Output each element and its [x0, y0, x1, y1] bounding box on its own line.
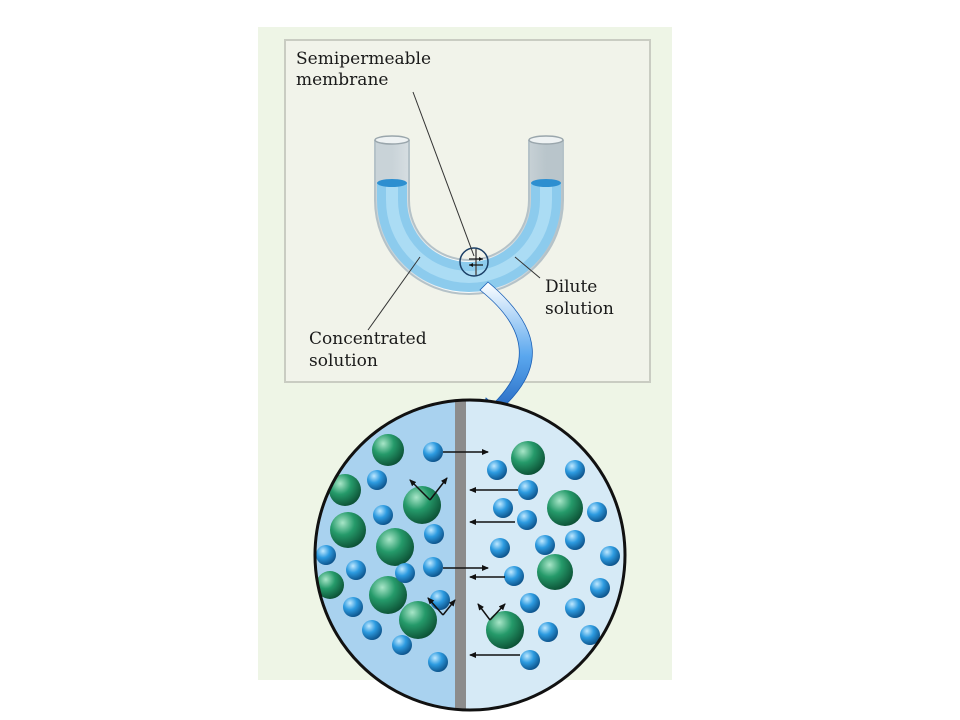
solute-molecule — [511, 441, 545, 475]
solute-molecule — [369, 576, 407, 614]
solute-molecule — [537, 554, 573, 590]
water-molecule — [520, 593, 540, 613]
water-molecule — [373, 505, 393, 525]
water-molecule — [587, 502, 607, 522]
dilute-label-line1: Dilute — [545, 277, 597, 297]
water-molecule — [423, 442, 443, 462]
membrane-marker — [459, 247, 489, 277]
magnified-view-border — [313, 398, 627, 712]
water-molecule — [346, 560, 366, 580]
water-molecule — [493, 498, 513, 518]
u-tube — [374, 135, 564, 295]
water-molecule — [565, 460, 585, 480]
membrane-leader-line — [412, 91, 475, 257]
membrane-wall — [455, 400, 466, 710]
water-molecule — [423, 557, 443, 577]
water-molecule — [367, 470, 387, 490]
water-molecule — [343, 597, 363, 617]
solute-molecule — [329, 474, 361, 506]
water-molecule — [517, 510, 537, 530]
solute-molecule — [316, 571, 344, 599]
u-tube-inset — [284, 39, 651, 383]
membrane-label-line2: membrane — [296, 70, 388, 90]
water-molecule — [487, 460, 507, 480]
water-molecule — [395, 563, 415, 583]
water-molecule — [428, 652, 448, 672]
water-molecule — [535, 535, 555, 555]
solute-molecule — [403, 486, 441, 524]
water-molecule — [392, 635, 412, 655]
concentrated-label-line1: Concentrated — [309, 329, 427, 349]
concentrated-label-line2: solution — [309, 351, 378, 371]
water-flow-arrows — [409, 449, 520, 658]
water-molecule — [316, 545, 336, 565]
water-molecule — [504, 566, 524, 586]
water-molecule — [590, 578, 610, 598]
water-molecule — [565, 530, 585, 550]
water-molecule — [490, 538, 510, 558]
water-molecule — [362, 620, 382, 640]
concentrated-leader-line — [367, 256, 421, 331]
water-molecule — [600, 546, 620, 566]
dilute-leader-line — [514, 256, 541, 279]
solute-molecule — [547, 490, 583, 526]
water-molecule — [520, 650, 540, 670]
water-molecule — [430, 590, 450, 610]
solute-molecule — [330, 512, 366, 548]
water-molecule — [538, 622, 558, 642]
solute-molecule — [376, 528, 414, 566]
water-molecule — [518, 480, 538, 500]
dilute-label-line2: solution — [545, 299, 614, 319]
water-molecule — [424, 524, 444, 544]
solute-molecule — [486, 611, 524, 649]
membrane-label-line1: Semipermeable — [296, 49, 431, 69]
water-molecule — [565, 598, 585, 618]
solute-molecule — [399, 601, 437, 639]
water-molecule — [580, 625, 600, 645]
solute-molecule — [372, 434, 404, 466]
